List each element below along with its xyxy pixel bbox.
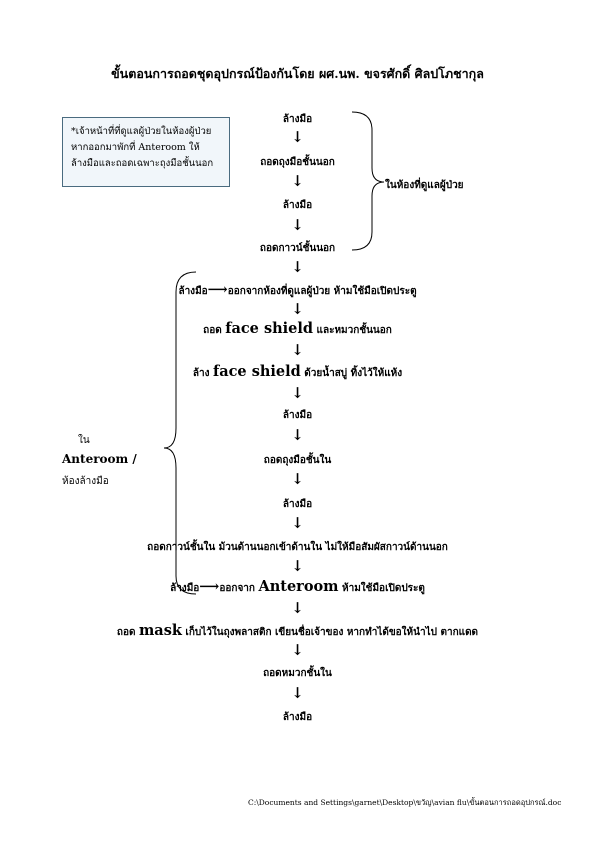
- step-text: ห้ามใช้มือเปิดประตู: [342, 583, 425, 594]
- down-arrow-icon: ↓: [291, 514, 304, 532]
- down-arrow-icon: ↓: [291, 684, 304, 702]
- page-title: ขั้นตอนการถอดชุดอุปกรณ์ป้องกันโดย ผศ.นพ.…: [111, 66, 484, 81]
- step-wash-hands-4: ล้างมือ: [282, 499, 313, 510]
- step-wash-hands-1: ล้างมือ: [282, 114, 313, 125]
- down-arrow-icon: ↓: [291, 216, 304, 234]
- right-arrow-icon: ⟶: [199, 579, 220, 595]
- down-arrow-icon: ↓: [291, 172, 304, 190]
- step-exit-wash: ล้างมือ: [178, 286, 208, 297]
- step-remove-inner-cap: ถอดหมวกชั้นใน: [263, 668, 332, 679]
- anteroom-label-line-3: ห้องล้างมือ: [62, 476, 109, 487]
- step-face-shield-term: face shield: [212, 363, 301, 380]
- step-remove-outer-gown: ถอดกาวน์ชั้นนอก: [259, 243, 336, 254]
- anteroom-label-line-2: Anteroom /: [62, 452, 137, 466]
- step-remove-mask: ถอด mask เก็บไว้ในถุงพลาสติก เขียนชื่อเจ…: [0, 622, 595, 640]
- step-face-shield-term: face shield: [225, 320, 314, 337]
- step-text: ด้วยน้ำสบู่ ทิ้งไว้ให้แห้ง: [304, 368, 403, 379]
- step-remove-inner-gloves: ถอดถุงมือชั้นใน: [263, 455, 332, 466]
- down-arrow-icon: ↓: [291, 128, 304, 146]
- anteroom-label-line-1: ใน: [78, 435, 90, 446]
- patient-room-brace: [351, 111, 385, 251]
- step-exit-text: ออกจากห้องที่ดูแลผู้ป่วย ห้ามใช้มือเปิดป…: [227, 286, 417, 297]
- note-line-3: ล้างมือและถอดเฉพาะถุงมือชั้นนอก: [71, 158, 214, 169]
- down-arrow-icon: ↓: [291, 599, 304, 617]
- step-mask-term: mask: [138, 622, 182, 639]
- step-remove-face-shield: ถอด face shield และหมวกชั้นนอก: [0, 320, 595, 338]
- step-text: ล้าง: [192, 368, 210, 379]
- down-arrow-icon: ↓: [291, 384, 304, 402]
- step-text: ล้างมือ: [170, 583, 200, 594]
- step-remove-inner-gown: ถอดกาวน์ชั้นใน ม้วนด้านนอกเข้าด้านใน ไม่…: [147, 542, 448, 553]
- right-arrow-icon: ⟶: [207, 282, 228, 298]
- step-exit-patient-room: ล้างมือ⟶ออกจากห้องที่ดูแลผู้ป่วย ห้ามใช้…: [0, 282, 595, 299]
- step-text: เก็บไว้ในถุงพลาสติก เขียนชื่อเจ้าของ หาก…: [185, 627, 479, 638]
- note-box: *เจ้าหน้าที่ที่ดูแลผู้ป่วยในห้องผู้ป่วย …: [62, 117, 230, 187]
- footer-file-path: C:\Documents and Settings\garnet\Desktop…: [248, 798, 562, 807]
- down-arrow-icon: ↓: [291, 470, 304, 488]
- step-wash-hands-3: ล้างมือ: [282, 410, 313, 421]
- step-text: ออกจาก: [219, 583, 255, 594]
- down-arrow-icon: ↓: [291, 557, 304, 575]
- step-wash-face-shield: ล้าง face shield ด้วยน้ำสบู่ ทิ้งไว้ให้แ…: [0, 363, 595, 381]
- step-text: ถอด: [116, 627, 136, 638]
- down-arrow-icon: ↓: [291, 341, 304, 359]
- down-arrow-icon: ↓: [291, 258, 304, 276]
- note-line-2: หากออกมาพักที่ Anteroom ให้: [71, 142, 200, 153]
- step-exit-anteroom: ล้างมือ⟶ออกจาก Anteroom ห้ามใช้มือเปิดปร…: [0, 578, 595, 596]
- step-anteroom-term: Anteroom: [258, 578, 339, 595]
- anteroom-brace: [163, 271, 197, 595]
- patient-room-label: ในห้องที่ดูแลผู้ป่วย: [385, 180, 464, 191]
- step-wash-hands-final: ล้างมือ: [282, 712, 313, 723]
- step-text: และหมวกชั้นนอก: [316, 325, 392, 336]
- step-wash-hands-2: ล้างมือ: [282, 200, 313, 211]
- down-arrow-icon: ↓: [291, 426, 304, 444]
- down-arrow-icon: ↓: [291, 300, 304, 318]
- step-text: ถอด: [203, 325, 222, 336]
- note-line-1: *เจ้าหน้าที่ที่ดูแลผู้ป่วยในห้องผู้ป่วย: [71, 126, 212, 137]
- step-remove-outer-gloves: ถอดถุงมือชั้นนอก: [260, 157, 335, 168]
- down-arrow-icon: ↓: [291, 641, 304, 659]
